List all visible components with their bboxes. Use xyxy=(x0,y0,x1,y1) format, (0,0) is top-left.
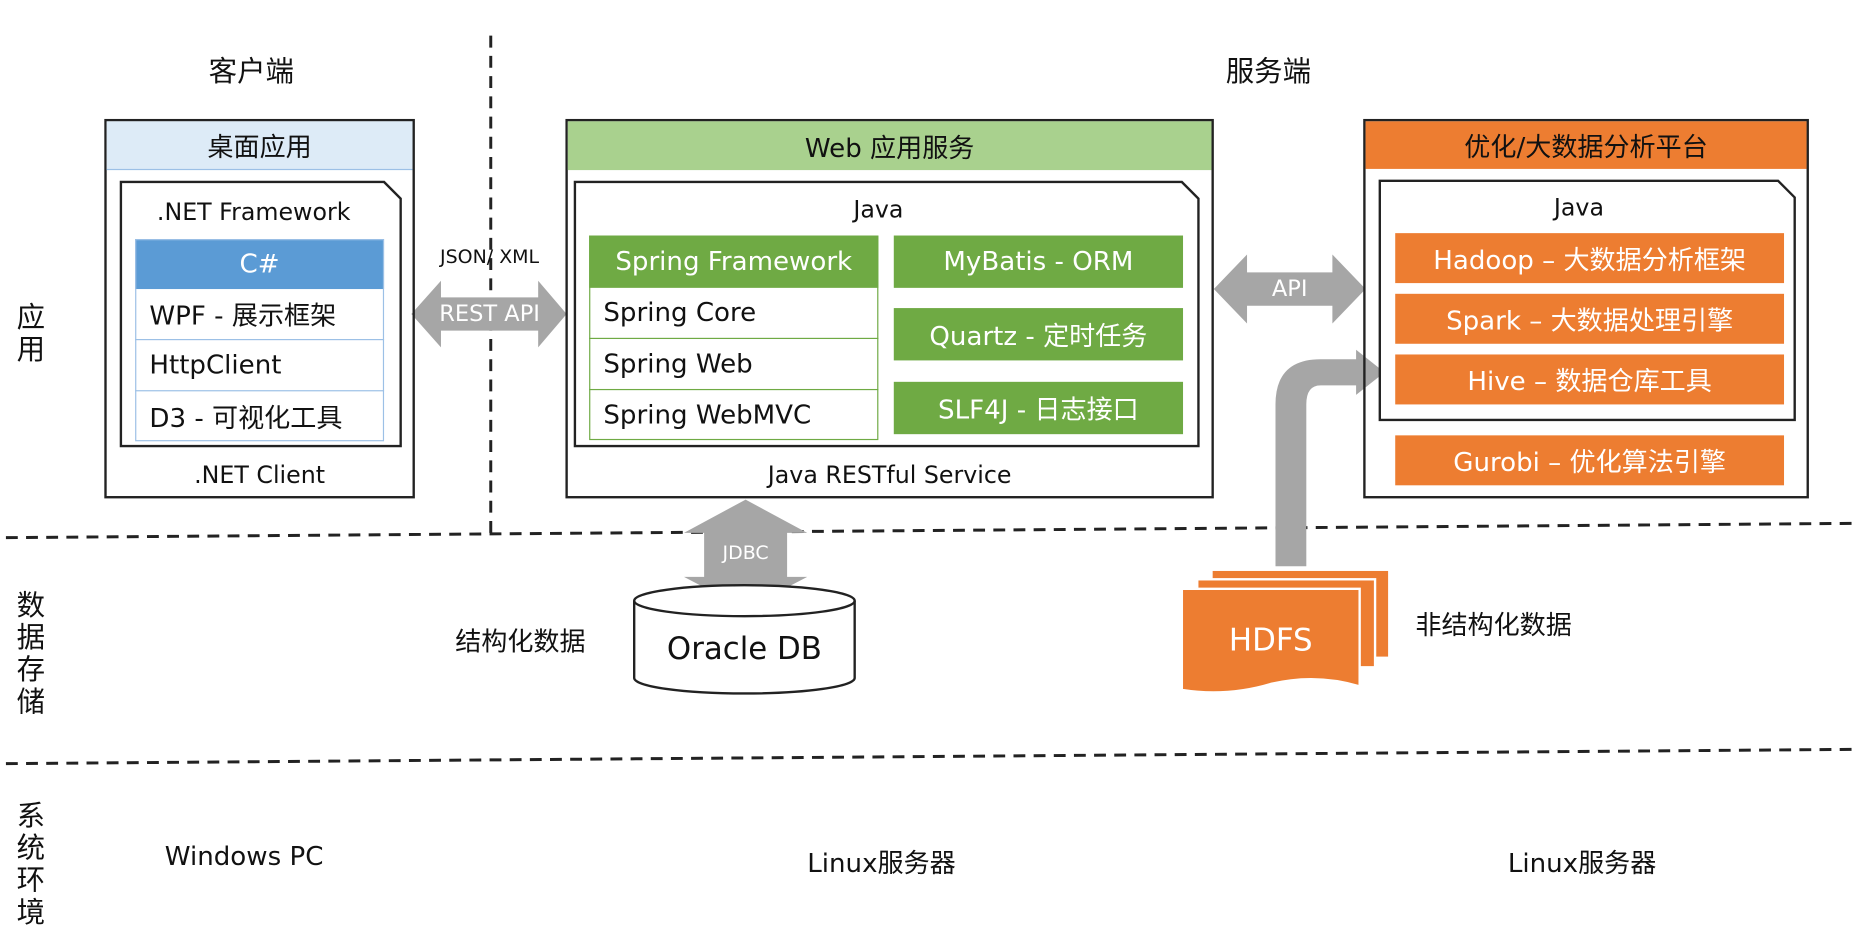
bigdata-platform-title-text: 优化/大数据分析平台 xyxy=(1464,133,1708,163)
spring-framework-text: Spring Framework xyxy=(615,246,853,277)
web-service-box xyxy=(565,118,1214,499)
app-storage-divider xyxy=(5,521,1852,540)
spring-web-text: Spring Web xyxy=(603,349,753,379)
spring-stack-border xyxy=(589,235,879,441)
quartz-text: Quartz - 定时任务 xyxy=(929,322,1148,353)
jdbc-arrow xyxy=(683,499,808,610)
mybatis-text: MyBatis - ORM xyxy=(943,246,1134,277)
client-header: 客户端 xyxy=(208,54,294,89)
wpf-row-text: WPF - 展示框架 xyxy=(149,302,337,332)
json-xml-label: JSON/ XML xyxy=(440,245,540,268)
api-label: API xyxy=(1271,275,1308,303)
layer-label-system: 系统环境 xyxy=(16,799,46,929)
web-service-title-text: Web 应用服务 xyxy=(804,133,975,164)
oracle-cylinder xyxy=(633,584,856,695)
desktop-app-title-text: 桌面应用 xyxy=(207,133,312,163)
d3-row-text: D3 - 可视化工具 xyxy=(149,404,343,435)
windows-pc-label: Windows PC xyxy=(164,842,324,872)
slf4j-row: SLF4J - 日志接口 xyxy=(893,381,1184,435)
bigdata-platform-box xyxy=(1363,118,1809,499)
web-java-label: Java xyxy=(853,195,904,224)
server-header: 服务端 xyxy=(1225,54,1312,89)
dotnet-framework-label: .NET Framework xyxy=(156,197,351,227)
linux-server-label-2: Linux服务器 xyxy=(1507,849,1657,880)
spark-text: Spark – 大数据处理引擎 xyxy=(1446,306,1734,337)
spring-core-row: Spring Core xyxy=(589,288,879,340)
bigdata-platform-title: 优化/大数据分析平台 xyxy=(1365,121,1807,169)
api-arrow xyxy=(1213,254,1366,324)
httpclient-row: HttpClient xyxy=(135,340,385,392)
structured-data-label: 结构化数据 xyxy=(455,628,586,658)
oracle-db-label: Oracle DB xyxy=(666,631,822,668)
desktop-app-box xyxy=(104,118,415,499)
layer-label-app: 应用 xyxy=(16,300,46,367)
unstructured-data-label: 非结构化数据 xyxy=(1415,611,1572,642)
spring-web-row: Spring Web xyxy=(589,339,879,391)
rest-api-label: REST API xyxy=(439,300,540,328)
spring-framework-row: Spring Framework xyxy=(589,235,879,288)
storage-system-divider xyxy=(5,747,1852,766)
hdfs-documents xyxy=(1180,568,1391,694)
hive-text: Hive – 数据仓库工具 xyxy=(1467,367,1712,398)
httpclient-row-text: HttpClient xyxy=(149,350,282,381)
desktop-app-title: 桌面应用 xyxy=(106,121,413,171)
spring-core-text: Spring Core xyxy=(603,297,757,328)
jdbc-label: JDBC xyxy=(722,541,769,564)
hdfs-to-hive-arrow xyxy=(1275,349,1385,567)
gurobi-text: Gurobi – 优化算法引擎 xyxy=(1453,448,1726,479)
linux-server-label-1: Linux服务器 xyxy=(807,849,956,880)
gurobi-row: Gurobi – 优化算法引擎 xyxy=(1395,435,1785,486)
spark-row: Spark – 大数据处理引擎 xyxy=(1395,293,1785,344)
hadoop-text: Hadoop – 大数据分析框架 xyxy=(1433,246,1747,276)
layer-label-storage: 数据存储 xyxy=(16,588,46,719)
hive-row: Hive – 数据仓库工具 xyxy=(1395,354,1785,405)
d3-row: D3 - 可视化工具 xyxy=(135,391,384,441)
web-service-title: Web 应用服务 xyxy=(567,121,1212,171)
slf4j-text: SLF4J - 日志接口 xyxy=(938,396,1139,426)
dotnet-client-label: .NET Client xyxy=(194,460,326,489)
quartz-row: Quartz - 定时任务 xyxy=(893,308,1184,361)
client-stack-border xyxy=(135,239,385,442)
bigdata-java-label: Java xyxy=(1553,192,1604,222)
mybatis-row: MyBatis - ORM xyxy=(893,235,1184,288)
csharp-row: C# xyxy=(135,239,385,290)
csharp-row-text: C# xyxy=(239,249,280,279)
wpf-row: WPF - 展示框架 xyxy=(135,289,385,341)
rest-api-arrow xyxy=(411,280,567,348)
spring-webmvc-text: Spring WebMVC xyxy=(603,400,812,431)
hadoop-row: Hadoop – 大数据分析框架 xyxy=(1395,233,1785,284)
spring-webmvc-row: Spring WebMVC xyxy=(589,390,878,440)
hdfs-label: HDFS xyxy=(1228,623,1313,659)
java-restful-label: Java RESTful Service xyxy=(767,460,1012,489)
